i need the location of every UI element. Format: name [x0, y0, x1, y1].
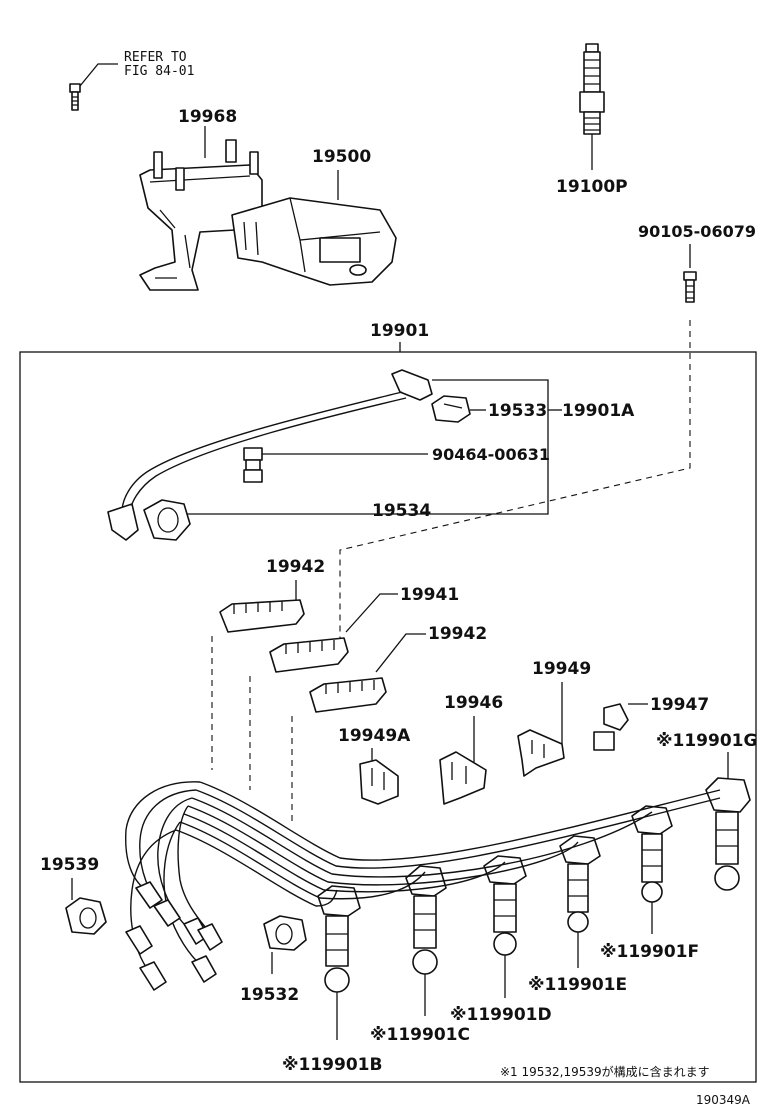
- cord-b-boot-icon: [317, 885, 361, 993]
- part-label-19901c[interactable]: ※119901C: [370, 1025, 470, 1045]
- part-label-19941[interactable]: 19941: [400, 585, 459, 605]
- cord-set-frame: [19, 351, 757, 1083]
- separator-left-icon: [219, 599, 305, 633]
- part-label-19901g[interactable]: ※119901G: [656, 731, 757, 751]
- clamp-19946-icon: [439, 751, 487, 805]
- part-label-19901e[interactable]: ※119901E: [528, 975, 627, 995]
- clamp-19949a-icon: [359, 759, 399, 805]
- footnote-text[interactable]: ※1 19532,19539が構成に含まれます: [500, 1064, 710, 1079]
- holder-19539-icon: [65, 897, 107, 935]
- part-label-19947[interactable]: 19947: [650, 695, 709, 715]
- short-boots-icon: [125, 881, 223, 991]
- part-label-90464-00631[interactable]: 90464-00631: [432, 445, 550, 464]
- part-label-19533[interactable]: 19533: [488, 401, 547, 421]
- clamp-19947-icon: [593, 703, 629, 751]
- ignition-coil-icon: [231, 197, 397, 286]
- holder-19532-icon: [263, 915, 307, 951]
- cord-d-boot-icon: [483, 855, 527, 956]
- part-label-19901b[interactable]: ※119901B: [282, 1055, 382, 1075]
- separator-center-icon: [269, 637, 349, 673]
- refer-fig-label[interactable]: FIG 84-01: [124, 64, 194, 79]
- clamp-19949-icon: [517, 729, 565, 777]
- part-label-19539[interactable]: 19539: [40, 855, 99, 875]
- separator-right-icon: [309, 677, 387, 713]
- bolt-icon: [683, 271, 697, 303]
- part-label-19534[interactable]: 19534: [372, 501, 431, 521]
- holder-cap-icon: [431, 395, 471, 423]
- part-label-19100p[interactable]: 19100P: [556, 177, 628, 197]
- part-label-19949a[interactable]: 19949A: [338, 726, 411, 746]
- part-label-19942-right[interactable]: 19942: [428, 624, 487, 644]
- figure-id[interactable]: 190349A: [696, 1093, 751, 1107]
- refer-bolt-icon: [69, 83, 81, 111]
- bracket-icon: [139, 139, 263, 291]
- cord-e-boot-icon: [559, 835, 601, 933]
- part-label-19532[interactable]: 19532: [240, 985, 299, 1005]
- part-label-19901a[interactable]: 19901A: [562, 401, 635, 421]
- cord-clamp-icon: [243, 447, 263, 483]
- part-label-90105-06079[interactable]: 90105-06079: [638, 222, 756, 241]
- part-label-19968[interactable]: 19968: [178, 107, 237, 127]
- part-label-19949[interactable]: 19949: [532, 659, 591, 679]
- cord-harness-icon: [124, 781, 721, 971]
- cord-a-icon: [107, 369, 433, 541]
- plug-boot-icon: [143, 499, 191, 541]
- cord-f-boot-icon: [631, 805, 673, 903]
- part-label-19946[interactable]: 19946: [444, 693, 503, 713]
- cord-g-boot-icon: [705, 777, 751, 891]
- refer-to-label[interactable]: REFER TO: [124, 50, 187, 65]
- part-label-19942-left[interactable]: 19942: [266, 557, 325, 577]
- spark-plug-icon: [579, 43, 605, 142]
- part-label-19901[interactable]: 19901: [370, 321, 429, 341]
- part-label-19901d[interactable]: ※119901D: [450, 1005, 552, 1025]
- part-label-19500[interactable]: 19500: [312, 147, 371, 167]
- part-label-19901f[interactable]: ※119901F: [600, 942, 699, 962]
